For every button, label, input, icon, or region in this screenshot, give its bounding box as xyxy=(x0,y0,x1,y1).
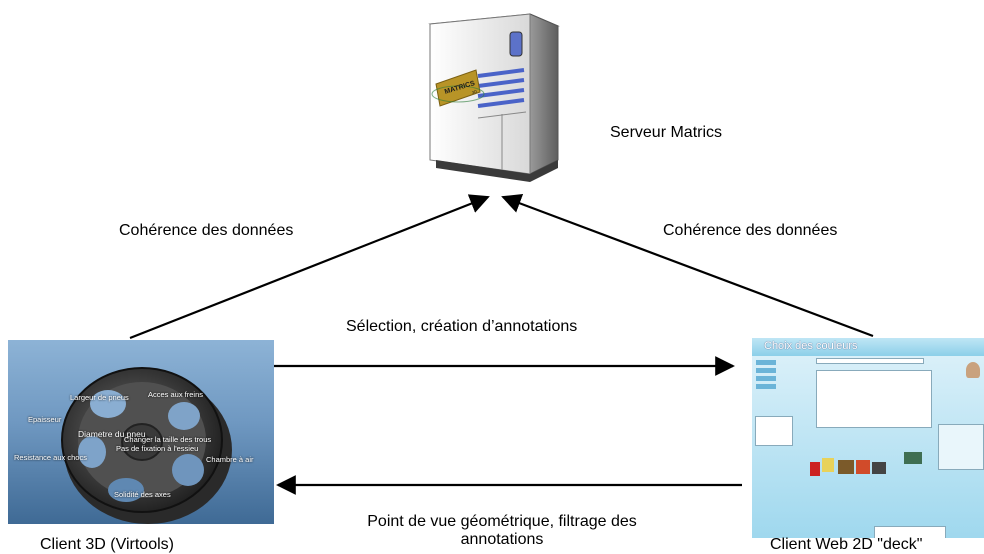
web-title-field xyxy=(816,358,924,364)
arrow-label-left-coherence: Cohérence des données xyxy=(119,222,294,239)
web-avatar xyxy=(966,362,980,378)
clientweb-screenshot: Choix des couleurs xyxy=(752,338,984,538)
server-node: MATRICS 3D xyxy=(418,10,568,186)
annotation-diametre[interactable]: Diametre du pneu xyxy=(78,429,146,439)
web-text-area xyxy=(816,370,932,428)
arrow-label-point-de-vue-line1: Point de vue géométrique, filtrage des xyxy=(367,513,637,530)
client3d-label: Client 3D (Virtools) xyxy=(40,536,174,553)
arrow-label-right-coherence: Cohérence des données xyxy=(663,222,838,239)
web-right-panel xyxy=(938,424,984,470)
annotation-chambre[interactable]: Chambre à air xyxy=(206,455,254,464)
web-sidebar xyxy=(756,360,776,400)
arrow-client3d-to-server xyxy=(129,194,490,340)
arrow-label-point-de-vue: Point de vue géométrique, filtrage des a… xyxy=(322,513,682,549)
server-label: Serveur Matrics xyxy=(610,124,723,141)
clientweb-header-title: Choix des couleurs xyxy=(764,340,858,352)
arrow-label-selection: Sélection, création d’annotations xyxy=(346,318,578,335)
annotation-pas[interactable]: Pas de fixation à l'essieu xyxy=(116,444,199,453)
arrow-web-to-server xyxy=(501,193,874,338)
annotation-largeur[interactable]: Largeur de pneus xyxy=(70,393,129,402)
annotation-acces[interactable]: Acces aux freins xyxy=(148,390,204,399)
annotation-resistance[interactable]: Resistance aux chocs xyxy=(14,453,87,462)
server-logo-subtext: 3D xyxy=(471,89,477,95)
clientweb-header: Choix des couleurs xyxy=(752,338,984,356)
server-icon: MATRICS 3D xyxy=(428,13,560,182)
arrow-label-point-de-vue-line2: annotations xyxy=(460,531,544,548)
annotation-changer[interactable]: Changer la taille des trous xyxy=(124,435,212,444)
clientweb-label: Client Web 2D "deck" xyxy=(770,536,923,553)
annotation-epaisseur[interactable]: Epaisseur xyxy=(28,415,62,424)
web-thumbnails xyxy=(810,452,922,480)
web-bottom-panel xyxy=(874,526,946,538)
annotation-solidite[interactable]: Solidité des axes xyxy=(114,490,171,499)
web-left-panel xyxy=(755,416,793,446)
client3d-screenshot: Largeur de pneus Acces aux freins Epaiss… xyxy=(8,340,274,524)
wheel-rim-render xyxy=(61,367,232,524)
